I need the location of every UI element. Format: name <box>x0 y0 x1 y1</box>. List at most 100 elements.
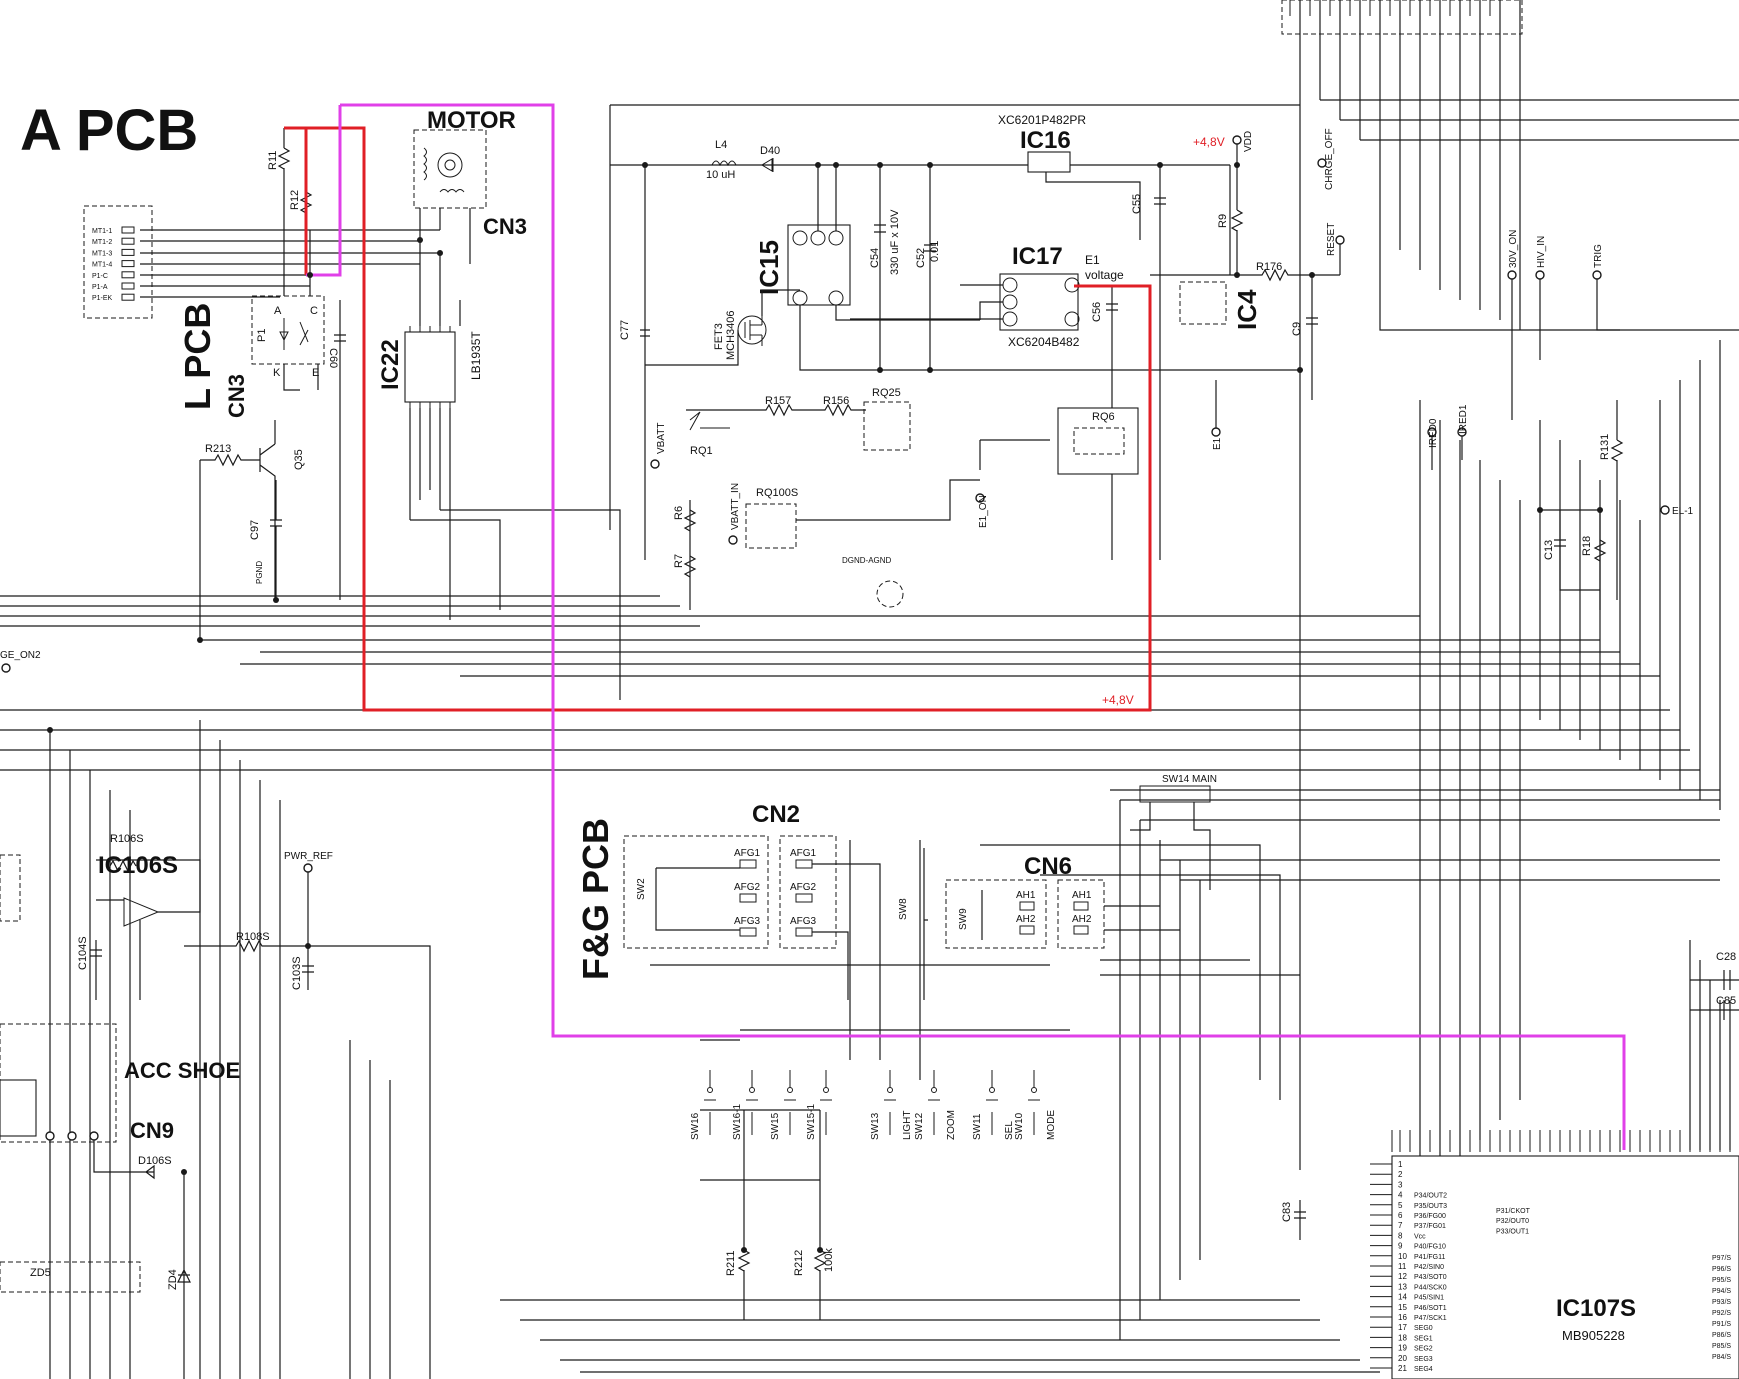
switch-terminal <box>707 1087 713 1093</box>
switch-terminal <box>989 1087 995 1093</box>
cn3-motor-label: CN3 <box>483 214 527 239</box>
r157-label: R157 <box>765 395 791 407</box>
cn6-label: CN6 <box>1024 853 1072 880</box>
switch-contact <box>820 1070 832 1135</box>
highlight-4v8-path <box>284 126 1152 712</box>
ic17-e1: E1 <box>1085 253 1100 267</box>
ic107s-pin-name: SEG3 <box>1414 1356 1433 1363</box>
ic107s-pin-number: 10 <box>1398 1252 1407 1261</box>
switch-label: SW10 <box>1014 1112 1025 1140</box>
fet3: FET3 MCH3406 <box>645 289 800 366</box>
ic107s-pin-name: P42/SIN0 <box>1414 1264 1444 1271</box>
highlight-motor-path <box>340 103 1626 1150</box>
c28-label: C28 <box>1716 951 1736 963</box>
ic106s-comparator: R106S IC106S R108S C104S PWR_REF C103S <box>0 833 431 1379</box>
ic107s-pin-name: SEG4 <box>1414 1366 1433 1373</box>
switch-contact <box>784 1070 796 1135</box>
dgnd-agnd-label: DGND-AGND <box>842 556 892 565</box>
ired1-tp: IRED1 <box>1458 404 1469 434</box>
vbatt-tp: VBATT <box>656 423 667 454</box>
r108s-label: R108S <box>236 931 270 943</box>
charge-on2-tp <box>1 663 11 673</box>
ic107s-pin-number: 16 <box>1398 1313 1407 1322</box>
ic107s-pin-name: P45/SIN1 <box>1414 1295 1444 1302</box>
ic107s-pin-number: 4 <box>1398 1191 1403 1200</box>
ic17-regulator: IC17 E1 voltage XC6204B482 C56 <box>850 243 1124 560</box>
c77-label: C77 <box>619 320 631 340</box>
switch-function-label: SEL <box>1004 1121 1015 1140</box>
switch-terminal <box>1031 1087 1037 1093</box>
ic22-part: LB1935T <box>469 331 483 380</box>
rq6-label: RQ6 <box>1092 411 1115 423</box>
ic107s-pin-name: SEG1 <box>1414 1335 1433 1342</box>
svg-text:C: C <box>310 305 318 317</box>
ic107s-pin-name: P43/SOT0 <box>1414 1274 1447 1281</box>
ic107s-pin-name: P32/OUT0 <box>1496 1218 1529 1225</box>
sw14-label: SW14 MAIN <box>1162 774 1217 785</box>
ic107s-pin-number: 7 <box>1398 1221 1403 1230</box>
ic107s-pin-name: P34/OUT2 <box>1414 1193 1447 1200</box>
chrge-off-tp: CHRGE_OFF <box>1324 128 1335 190</box>
acc-shoe: ACC SHOE CN9 D106S ZD4 ZD5 <box>0 1023 240 1379</box>
r212-value: 100k <box>823 1248 835 1272</box>
ic16-ref: IC16 <box>1020 127 1071 154</box>
ic107s-pin-name: P46/SOT1 <box>1414 1305 1447 1312</box>
switch-label: SW13 <box>870 1112 881 1140</box>
ic107s-part: MB905228 <box>1562 1328 1625 1343</box>
switch-function-label: LIGHT <box>902 1111 913 1140</box>
switch-function-label: MODE <box>1046 1110 1057 1140</box>
ic16-regulator: XC6201P482PR IC16 +4,8V VDD <box>998 113 1254 240</box>
c55 <box>1154 165 1166 560</box>
cn2-afg1-r: AFG1 <box>790 848 817 859</box>
sw8-label: SW8 <box>898 898 909 920</box>
r106s-label: R106S <box>110 833 144 845</box>
r11-label: R11 <box>267 151 279 170</box>
switch-label: SW12 <box>914 1112 925 1140</box>
ic107s-pin-name: Vcc <box>1414 1233 1426 1240</box>
l4-label: L4 <box>715 139 727 151</box>
photo-interrupter-p1: P1 A C K E C60 <box>251 230 346 600</box>
cn3-pin <box>121 260 135 268</box>
q35-stage: R213 Q35 C97 PGND <box>199 420 305 640</box>
sw14-main-switch: SW14 MAIN <box>1130 774 1217 890</box>
r9-label: R9 <box>1217 214 1229 228</box>
cn9-label: CN9 <box>130 1118 174 1143</box>
switch-terminal <box>787 1087 793 1093</box>
ic107s-pin-number: 19 <box>1398 1344 1407 1353</box>
cn6-ah2-r: AH2 <box>1072 914 1092 925</box>
cn2-afg2-r: AFG2 <box>790 882 817 893</box>
r212-label: R212 <box>793 1250 805 1276</box>
c97-label: C97 <box>249 520 261 540</box>
r213-label: R213 <box>205 443 231 455</box>
ic107s-pin-name: P92/S <box>1712 1310 1731 1317</box>
pgnd-label: PGND <box>255 561 264 584</box>
hiv-in-tp: HIV_IN <box>1536 236 1547 268</box>
switch-terminal <box>931 1087 937 1093</box>
r6-label: R6 <box>673 506 685 520</box>
c83 <box>1294 1200 1306 1240</box>
r156-label: R156 <box>823 395 849 407</box>
c83-label: C83 <box>1281 1202 1293 1222</box>
ic107s-pin-number: 2 <box>1398 1170 1403 1179</box>
cn6-ah1-l: AH1 <box>1016 890 1036 901</box>
cn3-pin-label: MT1-2 <box>92 239 112 246</box>
ic107s-pin-name: P94/S <box>1712 1288 1731 1295</box>
c55-label: C55 <box>1131 194 1143 214</box>
c52-label: C52 <box>915 248 927 268</box>
rq-transistors: R157 R156 RQ25 RQ1 RQ6 RQ100S R6 R7 VBAT… <box>650 387 1139 610</box>
switch-contact <box>986 1070 998 1135</box>
ic17-part: XC6204B482 <box>1008 335 1080 349</box>
ic16-part: XC6201P482PR <box>998 113 1086 127</box>
fet3-part: MCH3406 <box>725 310 737 360</box>
ic107s-pin-number: 6 <box>1398 1211 1403 1220</box>
vdd-testpoint: VDD <box>1243 131 1254 152</box>
fet3-label: FET3 <box>713 323 725 350</box>
ic107s-pin-name: P96/S <box>1712 1266 1731 1273</box>
c52-value: 0.01 <box>929 241 941 262</box>
ired0-tp: IRED0 <box>1428 418 1439 448</box>
switch-label: SW16-1 <box>732 1103 743 1140</box>
switch-contact <box>928 1070 940 1135</box>
r131-label: R131 <box>1599 434 1611 460</box>
c104s-label: C104S <box>77 936 89 970</box>
